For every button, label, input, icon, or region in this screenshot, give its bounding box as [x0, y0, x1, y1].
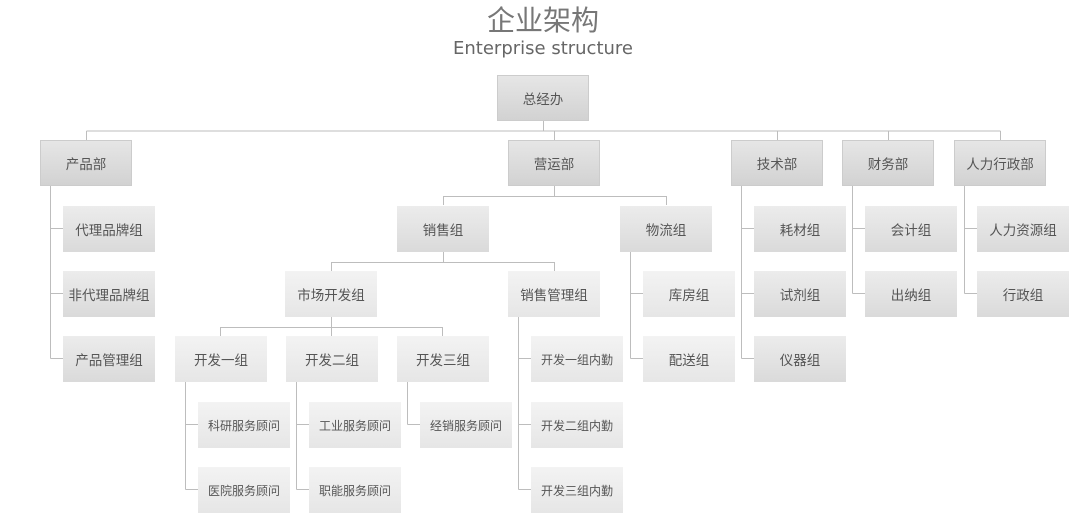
node-market-dev-group: 市场开发组 [285, 271, 377, 317]
node-dev3-internal: 开发三组内勤 [531, 467, 623, 513]
node-dealer-consultant: 经销服务顾问 [420, 402, 512, 448]
node-hr-resources-group: 人力资源组 [977, 206, 1069, 252]
node-finance-dept: 财务部 [842, 140, 934, 186]
node-function-consultant: 职能服务顾问 [309, 467, 401, 513]
node-dev-group-3: 开发三组 [397, 336, 489, 382]
page-subtitle: Enterprise structure [453, 38, 633, 59]
node-consumables-group: 耗材组 [754, 206, 846, 252]
node-dev1-internal: 开发一组内勤 [531, 336, 623, 382]
node-sales-group: 销售组 [397, 206, 489, 252]
node-logistics-group: 物流组 [620, 206, 712, 252]
node-dev-group-2: 开发二组 [286, 336, 378, 382]
node-admin-group: 行政组 [977, 271, 1069, 317]
node-industry-consultant: 工业服务顾问 [309, 402, 401, 448]
node-reagent-group: 试剂组 [754, 271, 846, 317]
node-warehouse-group: 库房组 [643, 271, 735, 317]
node-delivery-group: 配送组 [643, 336, 735, 382]
page-title: 企业架构 [486, 4, 599, 37]
node-cashier-group: 出纳组 [865, 271, 957, 317]
node-product-mgmt-group: 产品管理组 [63, 336, 155, 382]
node-sales-mgmt-group: 销售管理组 [508, 271, 600, 317]
node-dev2-internal: 开发二组内勤 [531, 402, 623, 448]
node-dev-group-1: 开发一组 [175, 336, 267, 382]
node-general-office: 总经办 [497, 75, 589, 121]
node-accounting-group: 会计组 [865, 206, 957, 252]
node-agent-brand-group: 代理品牌组 [63, 206, 155, 252]
node-operations-dept: 营运部 [508, 140, 600, 186]
node-hospital-consultant: 医院服务顾问 [198, 467, 290, 513]
node-instrument-group: 仪器组 [754, 336, 846, 382]
node-tech-dept: 技术部 [731, 140, 823, 186]
node-hr-admin-dept: 人力行政部 [954, 140, 1046, 186]
node-research-consultant: 科研服务顾问 [198, 402, 290, 448]
node-non-agent-brand-group: 非代理品牌组 [63, 271, 155, 317]
node-product-dept: 产品部 [40, 140, 132, 186]
